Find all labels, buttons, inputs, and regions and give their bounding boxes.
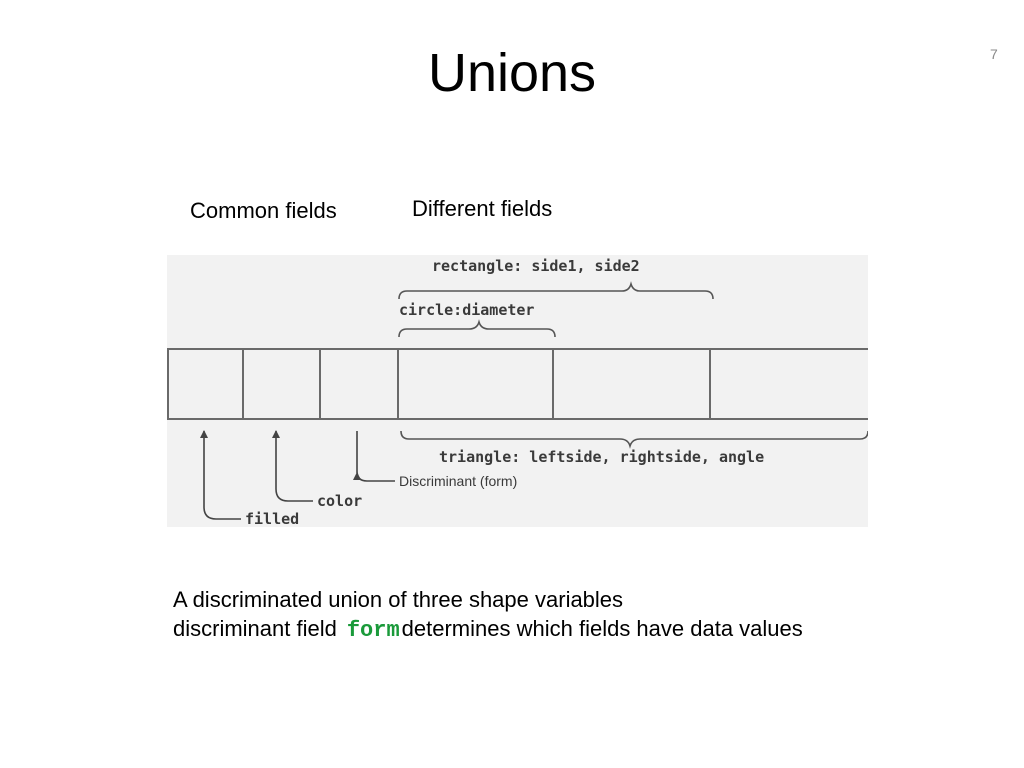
filled-label: filled xyxy=(245,510,299,527)
rectangle-brace xyxy=(398,281,714,300)
triangle-label: triangle: leftside, rightside, angle xyxy=(439,448,764,466)
slide-title: Unions xyxy=(427,43,597,103)
slide-number: 7 xyxy=(990,46,998,62)
discriminant-arrow xyxy=(357,431,395,482)
discriminant-label: Discriminant (form) xyxy=(399,473,517,489)
circle-brace xyxy=(398,319,556,338)
caption-line-1: A discriminated union of three shape var… xyxy=(173,587,624,612)
slide-caption: A discriminated union of three shape var… xyxy=(173,585,803,645)
union-diagram: rectangle: side1, side2 circle:diameter … xyxy=(167,255,868,527)
rectangle-label: rectangle: side1, side2 xyxy=(432,257,640,275)
different-fields-label: Different fields xyxy=(412,196,553,221)
form-code-keyword: form xyxy=(346,618,400,643)
caption-line-2: discriminant field formdetermines which f… xyxy=(173,614,803,645)
circle-label: circle:diameter xyxy=(399,301,534,319)
color-label: color xyxy=(317,492,362,510)
caption-line-2-prefix: discriminant field xyxy=(173,616,337,641)
union-record xyxy=(167,348,868,420)
common-fields-label: Common fields xyxy=(190,198,337,223)
color-arrow xyxy=(272,430,313,502)
caption-line-2-suffix: determines which fields have data values xyxy=(401,616,803,641)
filled-arrow xyxy=(200,430,241,520)
triangle-brace xyxy=(400,430,868,449)
